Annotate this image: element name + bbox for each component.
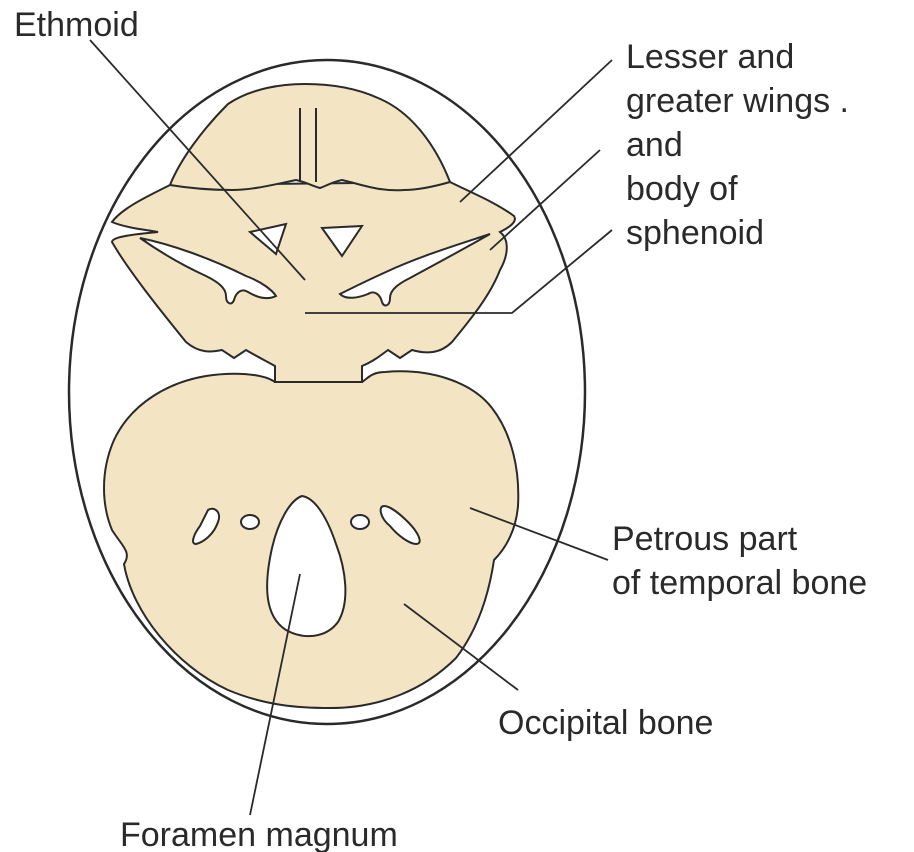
label-petrous-line1: Petrous part <box>612 520 798 558</box>
hypoglossal-hole-right <box>351 515 369 529</box>
label-sphenoid-line4: body of <box>626 170 738 208</box>
leader-greater-wing <box>490 150 600 250</box>
label-petrous-line2: of temporal bone <box>612 564 867 602</box>
label-occipital: Occipital bone <box>498 704 713 742</box>
anterior-fossa-shape <box>170 84 450 190</box>
label-foramen-magnum: Foramen magnum <box>120 816 398 852</box>
label-sphenoid-line5: sphenoid <box>626 214 764 252</box>
label-sphenoid-line1: Lesser and <box>626 38 794 76</box>
label-sphenoid-line3: and <box>626 126 683 164</box>
hypoglossal-hole-left <box>241 515 259 529</box>
label-sphenoid-line2: greater wings . <box>626 82 849 120</box>
leader-lesser-wing <box>460 60 612 202</box>
sphenoid-shape <box>112 182 515 382</box>
label-ethmoid: Ethmoid <box>14 6 139 44</box>
